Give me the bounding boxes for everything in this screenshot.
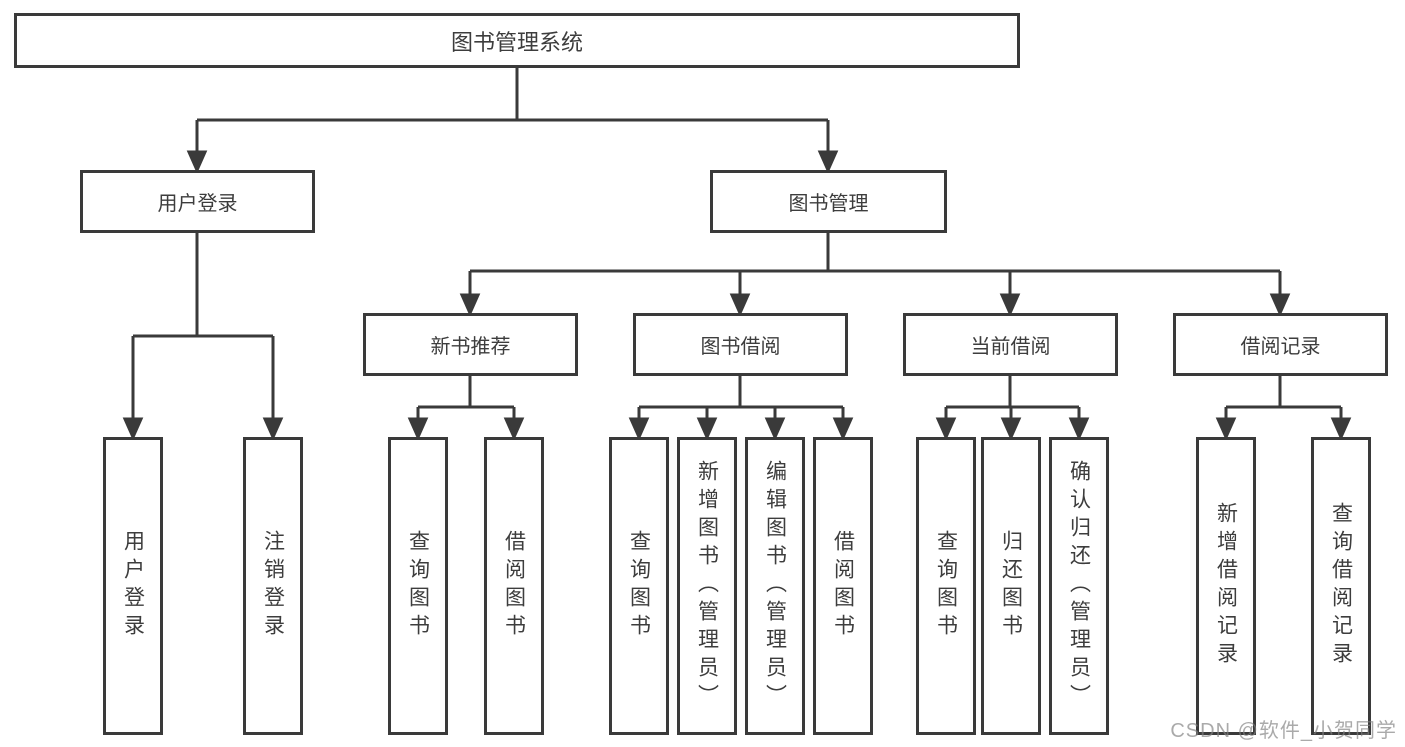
node-leaf-add-book-admin: 新增图书（管理员） (677, 437, 737, 735)
connector-current-borrow-to-leaves (935, 376, 1090, 441)
node-current-borrowing: 当前借阅 (903, 313, 1118, 376)
node-new-book-recommend: 新书推荐 (363, 313, 578, 376)
node-leaf-query-books-rec: 查询图书 (388, 437, 448, 735)
node-borrow-records: 借阅记录 (1173, 313, 1388, 376)
connector-new-book-rec-to-leaves (407, 376, 525, 441)
node-leaf-add-borrow-record: 新增借阅记录 (1196, 437, 1256, 735)
node-leaf-confirm-return-admin: 确认归还（管理员） (1049, 437, 1109, 735)
watermark: CSDN @软件_小贺同学 (1170, 720, 1397, 742)
node-leaf-return-book: 归还图书 (981, 437, 1041, 735)
node-leaf-edit-book-admin: 编辑图书（管理员） (745, 437, 805, 735)
node-leaf-query-books-borrow: 查询图书 (609, 437, 669, 735)
connector-book-mgmt-to-level3 (459, 233, 1291, 317)
node-leaf-logout: 注销登录 (243, 437, 303, 735)
node-leaf-query-borrow-record: 查询借阅记录 (1311, 437, 1371, 735)
node-book-management: 图书管理 (710, 170, 947, 233)
connector-borrow-records-to-leaves (1215, 376, 1352, 441)
node-leaf-borrow-books-rec: 借阅图书 (484, 437, 544, 735)
node-book-borrowing: 图书借阅 (633, 313, 848, 376)
connector-book-borrow-to-leaves (628, 376, 854, 441)
node-leaf-user-login: 用户登录 (103, 437, 163, 735)
node-leaf-borrow-books: 借阅图书 (813, 437, 873, 735)
node-user-login: 用户登录 (80, 170, 315, 233)
connector-root-to-level2 (186, 68, 839, 174)
connector-user-login-to-leaves (122, 233, 284, 441)
node-root: 图书管理系统 (14, 13, 1020, 68)
node-leaf-query-books-current: 查询图书 (916, 437, 976, 735)
